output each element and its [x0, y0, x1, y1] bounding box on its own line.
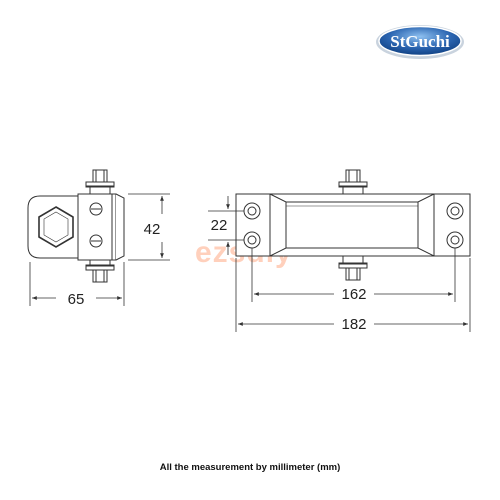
front-body [235, 193, 471, 257]
dim-overall-length-182: 182 [341, 316, 366, 333]
front-hole-bottom-left [243, 231, 261, 249]
side-top-bolt [85, 169, 115, 195]
dim-hole-spacing-22: 22 [211, 217, 228, 234]
front-view [235, 169, 471, 281]
side-screw-top [89, 202, 103, 216]
brand-logo: StGuchi TM [376, 25, 465, 59]
measurement-footnote: All the measurement by millimeter (mm) [159, 462, 341, 473]
side-view [27, 169, 125, 283]
side-dimensions [29, 193, 170, 306]
dim-width-65: 65 [68, 291, 85, 308]
side-bottom-bolt [85, 257, 115, 283]
front-dimensions [208, 196, 471, 332]
front-hole-bottom-right [446, 231, 464, 249]
front-hole-top-right [446, 202, 464, 220]
front-hole-top-left [243, 202, 261, 220]
dim-hole-spacing-162: 162 [341, 286, 366, 303]
front-top-bolt [338, 169, 368, 195]
dim-height-42: 42 [144, 221, 161, 238]
logo-text: StGuchi [390, 32, 450, 51]
side-screw-bottom [89, 234, 103, 248]
logo-trademark: TM [458, 29, 465, 35]
front-bottom-bolt [338, 255, 368, 281]
